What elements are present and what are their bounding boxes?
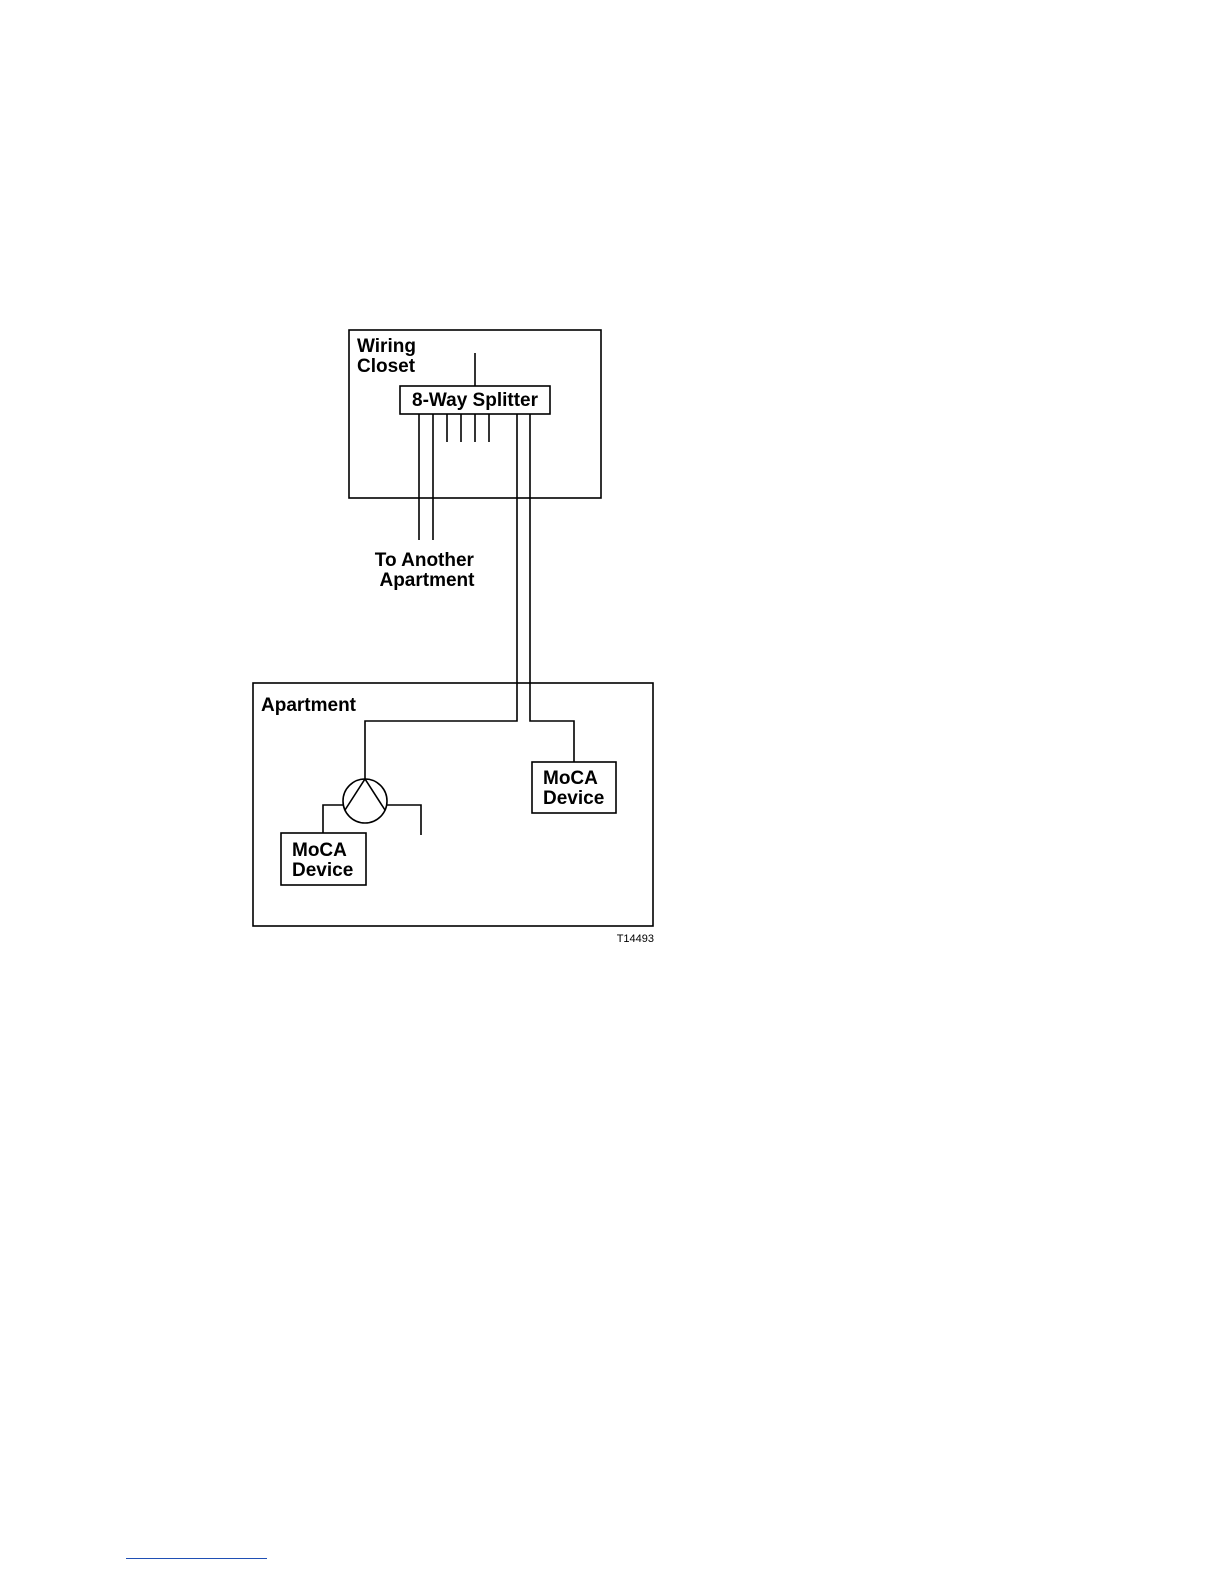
two-way-splitter-icon [343, 779, 387, 823]
footnote-rule [126, 1558, 267, 1559]
splitter-label: 8-Way Splitter [412, 390, 539, 411]
splitter-leg-to-moca-left [323, 805, 343, 833]
apartment-label: Apartment [261, 695, 357, 716]
another-apartment-label: To Another Apartment [375, 550, 479, 591]
moca-device-right-label: MoCA Device [543, 768, 604, 809]
splitter-leg-open [387, 805, 421, 835]
moca-device-left-label: MoCA Device [292, 840, 353, 881]
figure-reference: T14493 [617, 933, 654, 945]
wiring-closet-label: Wiring Closet [357, 336, 421, 377]
